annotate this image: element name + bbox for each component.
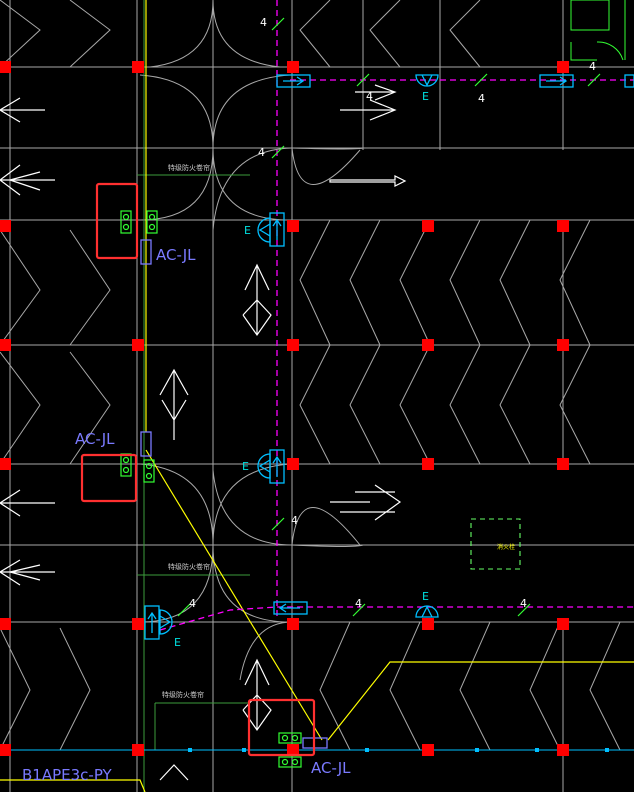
ac-jl-label-1: AC-JL bbox=[156, 246, 196, 264]
emergency-circuit bbox=[159, 0, 634, 631]
exit-signs bbox=[144, 74, 634, 640]
emergency-lights bbox=[159, 74, 439, 635]
direction-arrow-down-1 bbox=[159, 368, 189, 440]
fire-shutter-label-2: 特级防火卷帘 bbox=[168, 562, 210, 571]
count-label-5: 4 bbox=[589, 60, 596, 73]
count-label-3: 4 bbox=[366, 90, 373, 103]
ac-jl-controllers bbox=[140, 239, 328, 749]
structural-columns bbox=[0, 61, 569, 756]
magnetic-door-sensor-icon bbox=[120, 453, 132, 477]
e-label-5: E bbox=[174, 636, 181, 649]
drive-direction-arrows bbox=[0, 84, 407, 781]
ac-jl-label-3: AC-JL bbox=[311, 759, 351, 777]
direction-arrow-up-1 bbox=[242, 263, 272, 337]
tick-marks bbox=[177, 17, 601, 617]
count-label-1: 4 bbox=[260, 16, 267, 29]
highlight-box-3 bbox=[247, 698, 316, 757]
e-label-4: E bbox=[242, 460, 249, 473]
area-code-label: B1APE3c-PY bbox=[22, 766, 113, 784]
magnetic-door-sensor-icon bbox=[120, 210, 132, 234]
count-label-2: 4 bbox=[258, 146, 265, 159]
exit-arrow-sign-icon bbox=[276, 74, 311, 88]
magnetic-door-sensor-icon bbox=[278, 756, 302, 768]
door-sensors bbox=[120, 210, 302, 768]
emergency-light-icon bbox=[159, 609, 173, 635]
exit-arrow-sign-icon bbox=[624, 74, 634, 88]
magnetic-door-sensor-icon bbox=[143, 459, 155, 483]
count-label-9: 4 bbox=[520, 597, 527, 610]
count-label-6: 4 bbox=[291, 514, 298, 527]
emergency-light-icon bbox=[257, 453, 271, 479]
e-label-3: E bbox=[244, 224, 251, 237]
fire-shutter-label-1: 特级防火卷帘 bbox=[168, 163, 210, 172]
magnetic-door-sensor-icon bbox=[146, 210, 158, 234]
e-label-2: E bbox=[422, 590, 429, 603]
door-symbol bbox=[570, 0, 626, 61]
exit-arrow-sign-icon bbox=[539, 74, 574, 88]
ac-jl-box-2 bbox=[140, 431, 152, 457]
ac-jl-label-2: AC-JL bbox=[75, 430, 115, 448]
direction-arrow-right-1 bbox=[329, 175, 407, 187]
fire-shutter-lines bbox=[137, 0, 250, 792]
highlight-boxes bbox=[80, 182, 316, 757]
count-label-7: 4 bbox=[189, 597, 196, 610]
exit-arrow-sign-icon bbox=[144, 605, 160, 640]
exit-arrow-sign-icon bbox=[273, 601, 308, 615]
count-label-8: 4 bbox=[355, 597, 362, 610]
highlight-box-1 bbox=[95, 182, 139, 260]
e-label-1: E bbox=[422, 90, 429, 103]
fire-hydrant-label: 消火栓 bbox=[497, 543, 515, 551]
fire-shutter-label-3: 特级防火卷帘 bbox=[162, 690, 204, 699]
direction-arrow-left-1 bbox=[0, 164, 55, 196]
direction-arrow-up-2 bbox=[242, 658, 272, 732]
count-label-4: 4 bbox=[478, 92, 485, 105]
emergency-light-icon bbox=[415, 605, 439, 618]
emergency-light-icon bbox=[415, 74, 439, 87]
magnetic-door-sensor-icon bbox=[278, 732, 302, 744]
bus-ticks bbox=[188, 748, 609, 752]
emergency-light-icon bbox=[257, 217, 271, 243]
fire-hydrant-box bbox=[470, 518, 521, 570]
ac-jl-box-1 bbox=[140, 239, 152, 265]
highlight-box-2 bbox=[80, 453, 138, 503]
